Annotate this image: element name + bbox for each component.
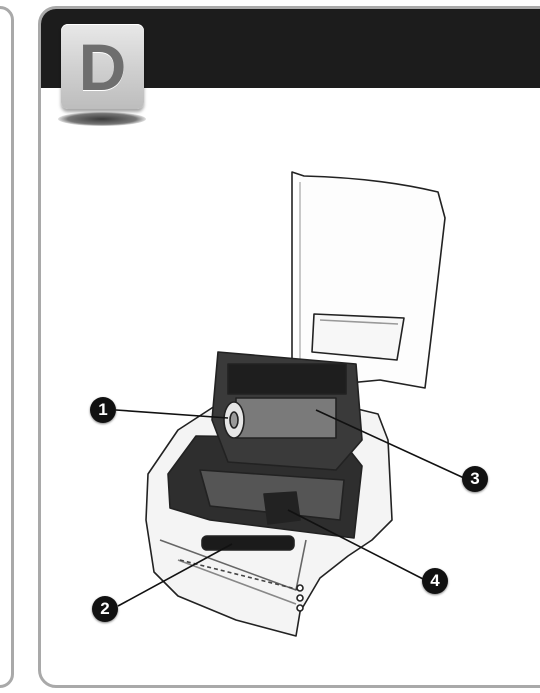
platen-roller — [201, 535, 295, 551]
callout-4-label: 4 — [430, 571, 440, 590]
callout-line-3 — [315, 409, 465, 479]
callout-4: 4 — [422, 568, 448, 594]
step-badge: D — [61, 24, 144, 109]
callout-line-4 — [287, 509, 426, 581]
callout-2: 2 — [92, 596, 118, 622]
cover-window — [311, 313, 405, 361]
step-letter: D — [78, 29, 127, 104]
badge-shadow — [58, 112, 146, 126]
callout-line-1 — [115, 409, 229, 419]
callout-2-label: 2 — [100, 599, 110, 618]
callout-1: 1 — [90, 397, 116, 423]
callout-line-2 — [117, 543, 233, 607]
callout-3-label: 3 — [470, 469, 480, 488]
media-guide — [263, 491, 301, 525]
callout-3: 3 — [462, 466, 488, 492]
print-head-bar — [227, 363, 347, 395]
callout-1-label: 1 — [98, 400, 108, 419]
